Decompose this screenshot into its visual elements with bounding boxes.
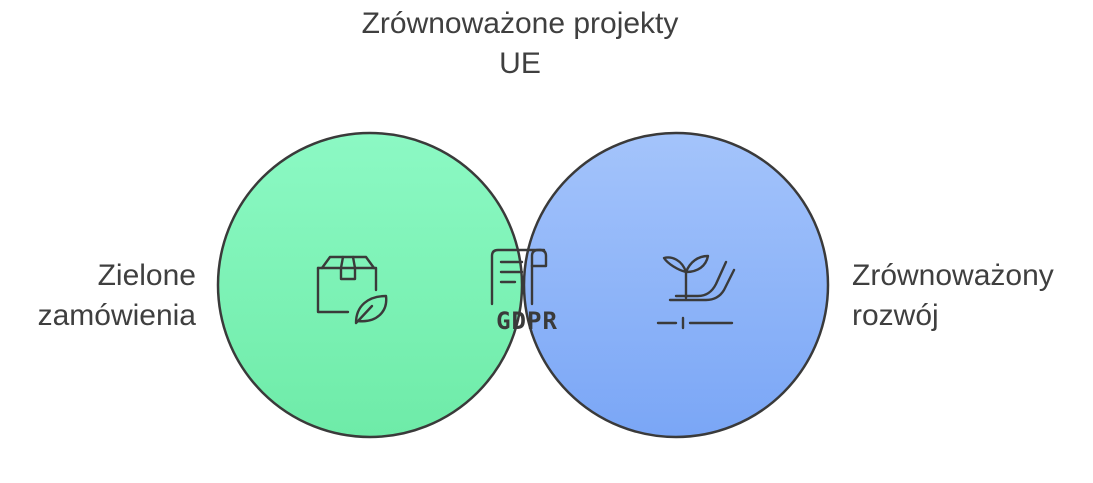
gdpr-document-icon: [490, 248, 548, 306]
left-set-label-line-2: zamówienia: [37, 299, 196, 332]
right-set-label-line-2: rozwój: [852, 299, 939, 332]
right-set-circle: [524, 133, 828, 437]
box-leaf-icon: [316, 255, 388, 325]
gdpr-icon-text: GDPR: [496, 307, 558, 335]
right-set-label-line-1: Zrównoważony: [852, 259, 1054, 292]
plant-hand-icon: [656, 254, 736, 330]
title-line-1: Zrównoważone projekty: [361, 7, 679, 40]
diagram-title: Zrównoważone projekty UE: [300, 4, 740, 84]
right-set-label: Zrównoważony rozwój: [852, 256, 1092, 336]
left-set-outline: [216, 131, 524, 439]
right-set-outline: [522, 131, 830, 439]
title-line-2: UE: [499, 47, 541, 80]
left-set-label-line-1: Zielone: [97, 259, 196, 292]
left-set-circle: [218, 133, 522, 437]
left-set-label: Zielone zamówienia: [0, 256, 196, 336]
